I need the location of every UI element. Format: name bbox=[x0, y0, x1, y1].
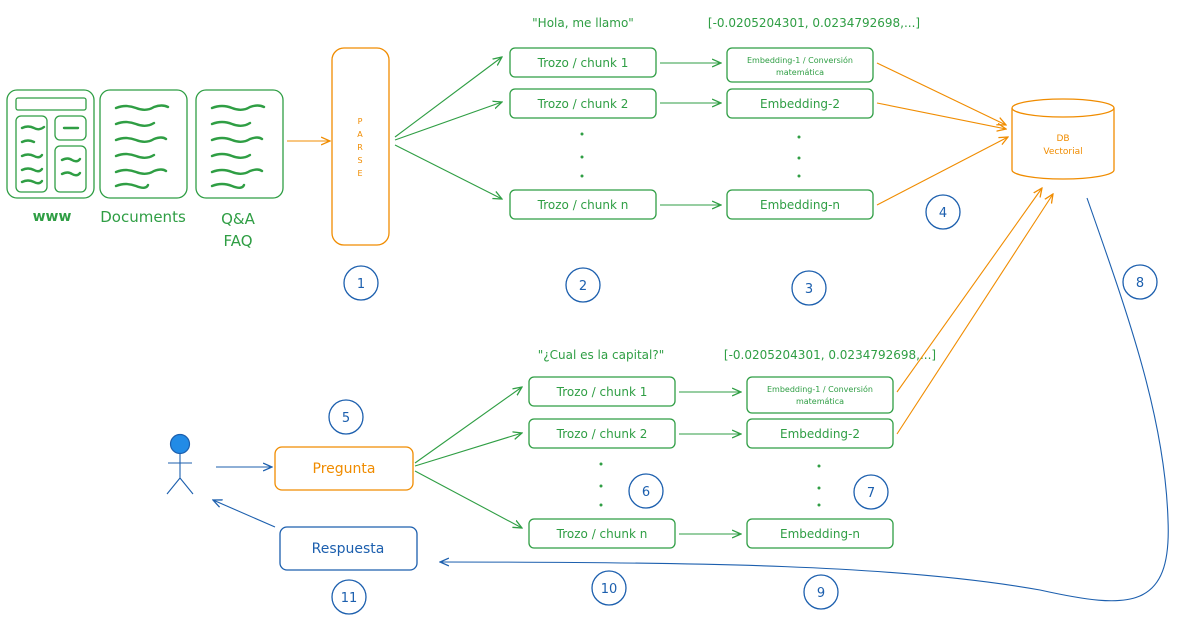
step-number-9-label: 9 bbox=[817, 586, 825, 601]
step-number-11-label: 11 bbox=[341, 591, 358, 606]
embed2-to-db-arrow bbox=[876, 102, 1006, 129]
parse-to-chunkn-arrow bbox=[394, 144, 502, 199]
respuesta-to-user-arrow bbox=[213, 500, 276, 528]
ingest-chunk-2: Trozo / chunk 2 bbox=[537, 97, 629, 111]
ingest-embed-n-box bbox=[726, 189, 874, 220]
respuesta-box bbox=[279, 526, 418, 571]
query-embed1-to-db-arrow bbox=[896, 188, 1042, 393]
query-chunk-n-box bbox=[528, 518, 676, 549]
faq-label-line2: FAQ bbox=[223, 232, 252, 250]
parse-letter: E bbox=[357, 169, 362, 178]
step-number-5: 5 bbox=[328, 399, 364, 435]
parse-box bbox=[331, 47, 390, 246]
ingest-chunk-1: Trozo / chunk 1 bbox=[537, 56, 629, 70]
ingest-embed-n: Embedding-n bbox=[760, 198, 840, 212]
db-label-line1: DB bbox=[1056, 134, 1069, 144]
query-embed-2-box bbox=[746, 418, 894, 449]
ingest-sample-text: "Hola, me llamo" bbox=[532, 16, 634, 30]
parse-to-chunk2-arrow bbox=[394, 102, 502, 141]
step-number-6-label: 6 bbox=[642, 485, 650, 500]
step-number-10: 10 bbox=[591, 570, 627, 606]
query-vector-text: [-0.0205204301, 0.0234792698,...] bbox=[724, 348, 936, 362]
db-label-line2: Vectorial bbox=[1043, 147, 1082, 157]
embedn-to-db-arrow bbox=[876, 137, 1008, 206]
step-number-8: 8 bbox=[1122, 264, 1158, 300]
ingest-vector-text: [-0.0205204301, 0.0234792698,...] bbox=[708, 16, 920, 30]
db-to-respuesta-arrow bbox=[440, 197, 1169, 602]
pregunta-to-chunk1-arrow bbox=[414, 387, 522, 464]
faq-label-line1: Q&A bbox=[221, 210, 256, 228]
ingest-embed-1-box bbox=[726, 47, 874, 83]
ingest-chunk-1-box bbox=[509, 47, 657, 78]
documents-label: Documents bbox=[100, 208, 186, 226]
query-embed-n-box bbox=[746, 518, 894, 549]
user-icon bbox=[166, 433, 194, 495]
step-number-2-label: 2 bbox=[579, 279, 587, 294]
embed1-to-db-arrow bbox=[876, 62, 1006, 125]
step-number-1-label: 1 bbox=[357, 277, 365, 292]
query-embed-ellipsis bbox=[817, 464, 821, 507]
pregunta-to-chunkn-arrow bbox=[414, 470, 522, 528]
ingest-chunk-n: Trozo / chunk n bbox=[537, 198, 629, 212]
query-embed2-to-db-arrow bbox=[896, 194, 1053, 435]
webpage-icon bbox=[6, 89, 95, 199]
query-chunk-2: Trozo / chunk 2 bbox=[556, 427, 648, 441]
parse-to-chunk1-arrow bbox=[394, 57, 502, 138]
step-number-1: 1 bbox=[343, 265, 379, 301]
ingest-embed-ellipsis bbox=[797, 135, 801, 178]
step-number-8-label: 8 bbox=[1136, 276, 1144, 291]
ingest-embed-2: Embedding-2 bbox=[760, 97, 840, 111]
pregunta-box bbox=[274, 446, 414, 491]
query-chunk-1-box bbox=[528, 376, 676, 407]
ingest-chunk-n-box bbox=[509, 189, 657, 220]
query-embed-2: Embedding-2 bbox=[780, 427, 860, 441]
step-number-3-label: 3 bbox=[805, 282, 813, 297]
respuesta-label: Respuesta bbox=[312, 541, 385, 557]
query-embed-1-box bbox=[746, 376, 894, 414]
ingest-embed-2-box bbox=[726, 88, 874, 119]
step-number-5-label: 5 bbox=[342, 411, 350, 426]
step-number-9: 9 bbox=[803, 574, 839, 610]
pregunta-label: Pregunta bbox=[313, 461, 376, 477]
step-number-4: 4 bbox=[925, 194, 961, 230]
ingest-embed-1-line2: matemática bbox=[776, 68, 824, 77]
query-embed-n: Embedding-n bbox=[780, 527, 860, 541]
step-number-3: 3 bbox=[791, 270, 827, 306]
document-icon bbox=[99, 89, 188, 199]
parse-letter: R bbox=[357, 143, 363, 152]
parse-letter: A bbox=[357, 130, 363, 139]
step-number-4-label: 4 bbox=[939, 206, 947, 221]
query-chunk-n: Trozo / chunk n bbox=[556, 527, 648, 541]
pregunta-to-chunk2-arrow bbox=[414, 433, 522, 467]
query-chunk-2-box bbox=[528, 418, 676, 449]
step-number-7-label: 7 bbox=[867, 486, 875, 501]
step-number-11: 11 bbox=[331, 579, 367, 615]
query-embed-1-line2: matemática bbox=[796, 397, 844, 406]
step-number-2: 2 bbox=[565, 267, 601, 303]
ingest-chunk-ellipsis bbox=[580, 132, 584, 178]
step-number-10-label: 10 bbox=[601, 582, 618, 597]
www-label: www bbox=[33, 209, 72, 225]
faq-icon bbox=[195, 89, 284, 199]
query-chunk-1: Trozo / chunk 1 bbox=[556, 385, 648, 399]
step-number-7: 7 bbox=[853, 474, 889, 510]
db-cylinder bbox=[1011, 98, 1115, 180]
ingest-embed-1-line1: Embedding-1 / Conversión bbox=[747, 55, 853, 65]
ingest-chunk-2-box bbox=[509, 88, 657, 119]
parse-label: P A R S E bbox=[357, 117, 363, 178]
query-question-text: "¿Cual es la capital?" bbox=[538, 348, 665, 362]
parse-letter: P bbox=[358, 117, 363, 126]
query-embed-1-line1: Embedding-1 / Conversión bbox=[767, 384, 873, 394]
query-chunk-ellipsis bbox=[599, 462, 603, 507]
parse-letter: S bbox=[357, 156, 362, 165]
step-number-6: 6 bbox=[628, 473, 664, 509]
